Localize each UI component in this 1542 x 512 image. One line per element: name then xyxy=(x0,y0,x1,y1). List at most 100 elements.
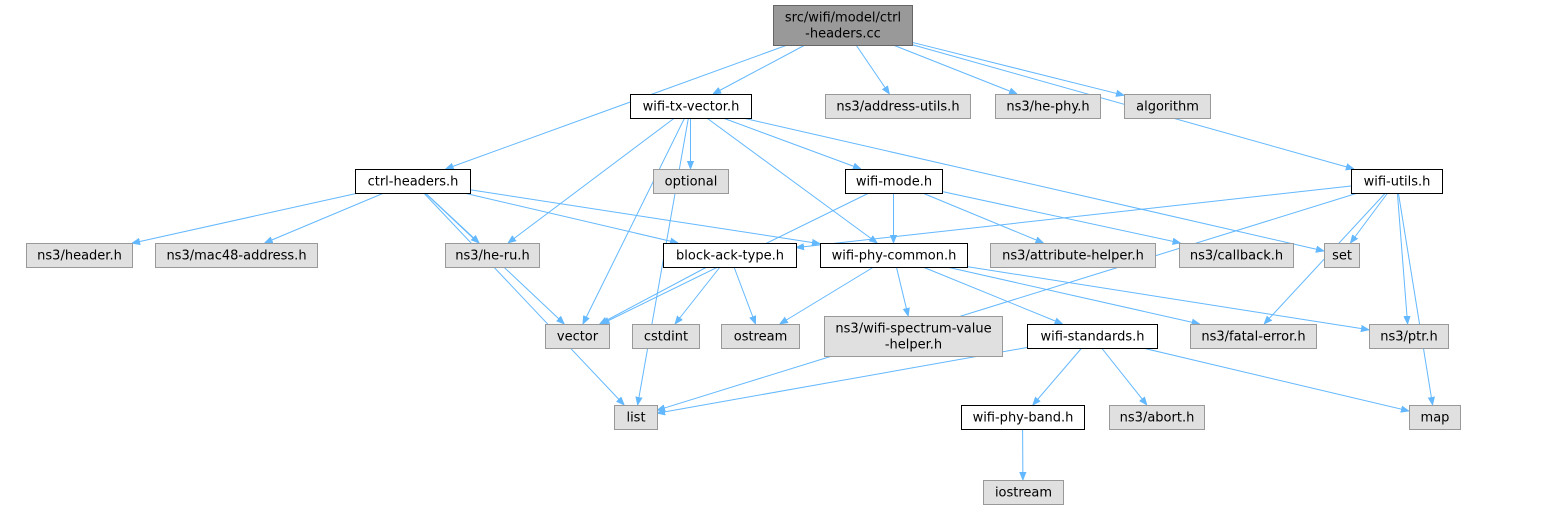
node-label: wifi-mode.h xyxy=(856,175,932,190)
node-label: ns3/he-ru.h xyxy=(455,249,530,264)
edge-block-ack-type-to-vector xyxy=(600,266,708,324)
edge-line xyxy=(780,266,874,324)
edge-line xyxy=(722,117,861,169)
node-wifi-spectrum-value-helper: ns3/wifi-spectrum-value-helper.h xyxy=(824,316,1003,357)
node-label: block-ack-type.h xyxy=(676,249,784,264)
node-box xyxy=(355,169,471,194)
node-label: -headers.cc xyxy=(805,27,881,42)
edge-line xyxy=(895,266,908,316)
node-label: algorithm xyxy=(1136,100,1199,115)
node-mac48-address: ns3/mac48-address.h xyxy=(155,243,318,268)
node-block-ack-type[interactable]: block-ack-type.h xyxy=(663,243,797,268)
edge-line xyxy=(675,266,721,324)
node-label: ns3/ptr.h xyxy=(1380,330,1438,345)
node-wifi-tx-vector[interactable]: wifi-tx-vector.h xyxy=(630,94,752,119)
node-box xyxy=(614,405,658,430)
edge-line xyxy=(911,41,1124,95)
edge-block-ack-type-to-cstdint xyxy=(675,266,721,324)
edge-wifi-utils-to-ptr xyxy=(1396,192,1407,324)
node-callback: ns3/callback.h xyxy=(1179,243,1294,268)
edge-line xyxy=(892,44,1017,95)
edge-line xyxy=(1396,192,1407,324)
node-box xyxy=(26,243,133,268)
node-label: iostream xyxy=(995,486,1052,501)
node-label: ns3/attribute-helper.h xyxy=(1002,249,1144,264)
edge-line xyxy=(733,266,756,324)
node-box xyxy=(445,243,540,268)
edge-wifi-standards-to-wifi-phy-band xyxy=(1033,347,1083,405)
edge-wifi-tx-vector-to-set xyxy=(742,117,1324,251)
node-label: ns3/wifi-spectrum-value xyxy=(835,322,991,337)
node-box xyxy=(820,243,968,268)
node-wifi-phy-band[interactable]: wifi-phy-band.h xyxy=(961,405,1085,430)
edge-main-to-algorithm xyxy=(911,41,1124,95)
edge-line xyxy=(446,44,788,169)
node-label: wifi-phy-common.h xyxy=(832,249,957,264)
node-address-utils: ns3/address-utils.h xyxy=(825,94,971,119)
edge-wifi-tx-vector-to-he-ru xyxy=(508,117,675,243)
node-label: optional xyxy=(665,175,718,190)
node-box xyxy=(773,5,913,46)
edge-line xyxy=(855,44,889,94)
edge-line xyxy=(946,266,1200,324)
node-label: ns3/header.h xyxy=(37,249,122,264)
node-label: ctrl-headers.h xyxy=(368,175,459,190)
edge-line xyxy=(966,266,1369,330)
edge-main-to-ctrl-headers xyxy=(446,44,788,169)
node-label: ns3/fatal-error.h xyxy=(1201,330,1305,345)
node-label: map xyxy=(1421,411,1450,426)
edge-wifi-utils-to-block-ack-type xyxy=(796,185,1352,248)
node-box xyxy=(1179,243,1294,268)
node-box xyxy=(1369,324,1449,349)
node-optional: optional xyxy=(653,169,729,194)
node-label: list xyxy=(626,411,645,426)
edge-wifi-tx-vector-to-wifi-mode xyxy=(722,117,861,169)
edge-ctrl-headers-to-wifi-phy-common xyxy=(469,189,820,244)
node-label: wifi-standards.h xyxy=(1041,330,1145,345)
node-set: set xyxy=(1324,243,1360,268)
edge-ctrl-headers-to-list xyxy=(423,192,624,405)
edge-line xyxy=(657,347,1028,414)
edge-line xyxy=(713,44,806,94)
node-he-phy: ns3/he-phy.h xyxy=(995,94,1101,119)
node-label: ns3/address-utils.h xyxy=(836,100,959,115)
node-wifi-standards[interactable]: wifi-standards.h xyxy=(1027,324,1158,349)
edge-ctrl-headers-to-mac48-address xyxy=(265,192,385,244)
edge-ctrl-headers-to-block-ack-type xyxy=(463,192,678,243)
node-box xyxy=(1190,324,1317,349)
edge-wifi-phy-common-to-wifi-spectrum-value-helper xyxy=(895,266,908,316)
node-vector: vector xyxy=(545,324,610,349)
edge-line xyxy=(1101,347,1147,405)
edge-line xyxy=(508,117,675,243)
node-box xyxy=(721,324,800,349)
nodes-layer: src/wifi/model/ctrl-headers.ccwifi-tx-ve… xyxy=(26,5,1461,505)
node-box xyxy=(845,169,943,194)
node-box xyxy=(995,94,1101,119)
edge-main-to-address-utils xyxy=(855,44,889,94)
node-label: ns3/mac48-address.h xyxy=(166,249,306,264)
node-wifi-mode[interactable]: wifi-mode.h xyxy=(845,169,943,194)
node-box xyxy=(1124,94,1211,119)
edge-wifi-mode-to-callback xyxy=(941,191,1181,244)
edge-line xyxy=(423,192,624,405)
node-box xyxy=(630,94,752,119)
node-box xyxy=(632,324,700,349)
edge-line xyxy=(1397,192,1432,405)
edge-line xyxy=(600,266,708,324)
edge-wifi-tx-vector-to-vector xyxy=(583,117,686,324)
node-box xyxy=(983,480,1064,505)
node-wifi-utils[interactable]: wifi-utils.h xyxy=(1351,169,1443,194)
node-label: wifi-tx-vector.h xyxy=(643,100,740,115)
node-he-ru: ns3/he-ru.h xyxy=(445,243,540,268)
node-label: ns3/callback.h xyxy=(1190,249,1283,264)
node-label: wifi-utils.h xyxy=(1364,175,1431,190)
node-iostream: iostream xyxy=(983,480,1064,505)
node-ctrl-headers[interactable]: ctrl-headers.h xyxy=(355,169,471,194)
node-label: ostream xyxy=(734,330,788,345)
node-algorithm: algorithm xyxy=(1124,94,1211,119)
node-list: list xyxy=(614,405,658,430)
edge-wifi-phy-common-to-wifi-standards xyxy=(922,266,1063,325)
edge-wifi-standards-to-list xyxy=(657,347,1028,414)
node-wifi-phy-common[interactable]: wifi-phy-common.h xyxy=(820,243,968,268)
node-box xyxy=(1324,243,1360,268)
